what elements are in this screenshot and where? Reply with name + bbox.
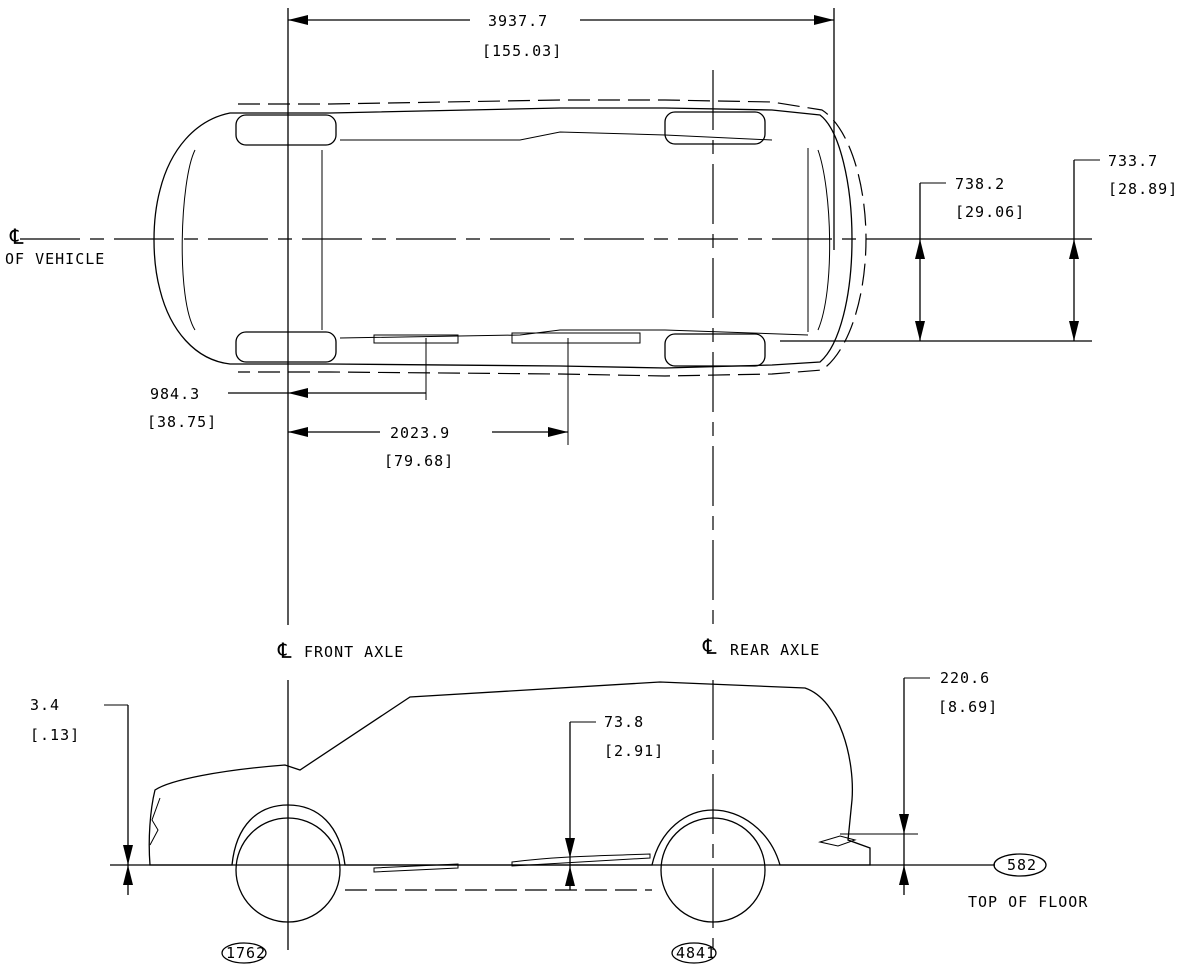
width-733-in: [28.89] (1108, 180, 1178, 198)
dim-984-mm: 984.3 (150, 385, 200, 403)
arrowhead (814, 15, 834, 25)
arrowhead (123, 845, 133, 865)
arrowhead (548, 427, 568, 437)
dim-220-6-mm: 220.6 (940, 669, 990, 687)
width-738-in: [29.06] (955, 203, 1025, 221)
arrowhead (915, 321, 925, 341)
centerline-vehicle-label: OF VEHICLE (5, 250, 105, 268)
rear-rocker-side (511, 853, 651, 867)
side-view: ℄ FRONT AXLE ℄ REAR AXLE 3.4 [.13] (30, 635, 1088, 964)
dim-label-bg (380, 421, 492, 443)
front-fascia (149, 797, 161, 846)
overall-length-in: [155.03] (482, 42, 562, 60)
overall-length-mm: 3937.7 (488, 12, 548, 30)
floor-reference-number: 582 (1007, 856, 1037, 874)
arrowhead (899, 865, 909, 885)
width-733-mm: 733.7 (1108, 152, 1158, 170)
front-rocker-side (373, 863, 459, 873)
rear-left-wheel (664, 111, 766, 145)
dim-3-4-mm: 3.4 (30, 696, 60, 714)
body-outline-top-outer (238, 99, 867, 377)
arrowhead (565, 866, 575, 886)
arrowhead (123, 865, 133, 885)
dim-2023-in: [79.68] (384, 452, 454, 470)
body-outline-side (148, 681, 871, 866)
rear-right-wheel (664, 333, 766, 367)
top-view: 3937.7 [155.03] 733.7 [28.89] 738.2 [29.… (5, 8, 1178, 625)
centerline-symbol: ℄ (9, 225, 24, 249)
dim-73-8-mm: 73.8 (604, 713, 644, 731)
front-wheel-side (235, 817, 341, 923)
front-reference-balloon (221, 942, 267, 964)
dim-73-8-in: [2.91] (604, 742, 664, 760)
front-axle-symbol: ℄ (277, 639, 292, 663)
arrowhead (1069, 239, 1079, 259)
front-right-wheel (235, 331, 337, 363)
arrowhead (899, 814, 909, 834)
arrowhead (915, 239, 925, 259)
rear-wheel-side (660, 817, 766, 923)
arrowhead (565, 838, 575, 858)
rear-reference-balloon (671, 942, 717, 964)
rear-reference-number: 4841 (676, 944, 716, 962)
arrowhead (1069, 321, 1079, 341)
arrowhead (288, 15, 308, 25)
arrowhead (288, 388, 308, 398)
dim-984-in: [38.75] (147, 413, 217, 431)
top-of-floor-label: TOP OF FLOOR (968, 893, 1088, 911)
rear-rocker-panel (511, 332, 641, 344)
front-reference-number: 1762 (226, 944, 266, 962)
rear-axle-label: REAR AXLE (730, 641, 820, 659)
dim-3-4-in: [.13] (30, 726, 80, 744)
width-738-mm: 738.2 (955, 175, 1005, 193)
dim-220-6-in: [8.69] (938, 698, 998, 716)
dim-2023-mm: 2023.9 (390, 424, 450, 442)
body-interior-top (181, 131, 831, 339)
body-outline-top (153, 107, 853, 369)
front-rocker-panel (373, 334, 459, 344)
front-left-wheel (235, 114, 337, 146)
dim-label-bg (470, 8, 580, 32)
arrowhead (288, 427, 308, 437)
front-axle-label: FRONT AXLE (304, 643, 404, 661)
floor-reference-balloon (993, 853, 1047, 877)
rear-axle-symbol: ℄ (702, 635, 717, 659)
rear-point-marker (818, 835, 857, 847)
